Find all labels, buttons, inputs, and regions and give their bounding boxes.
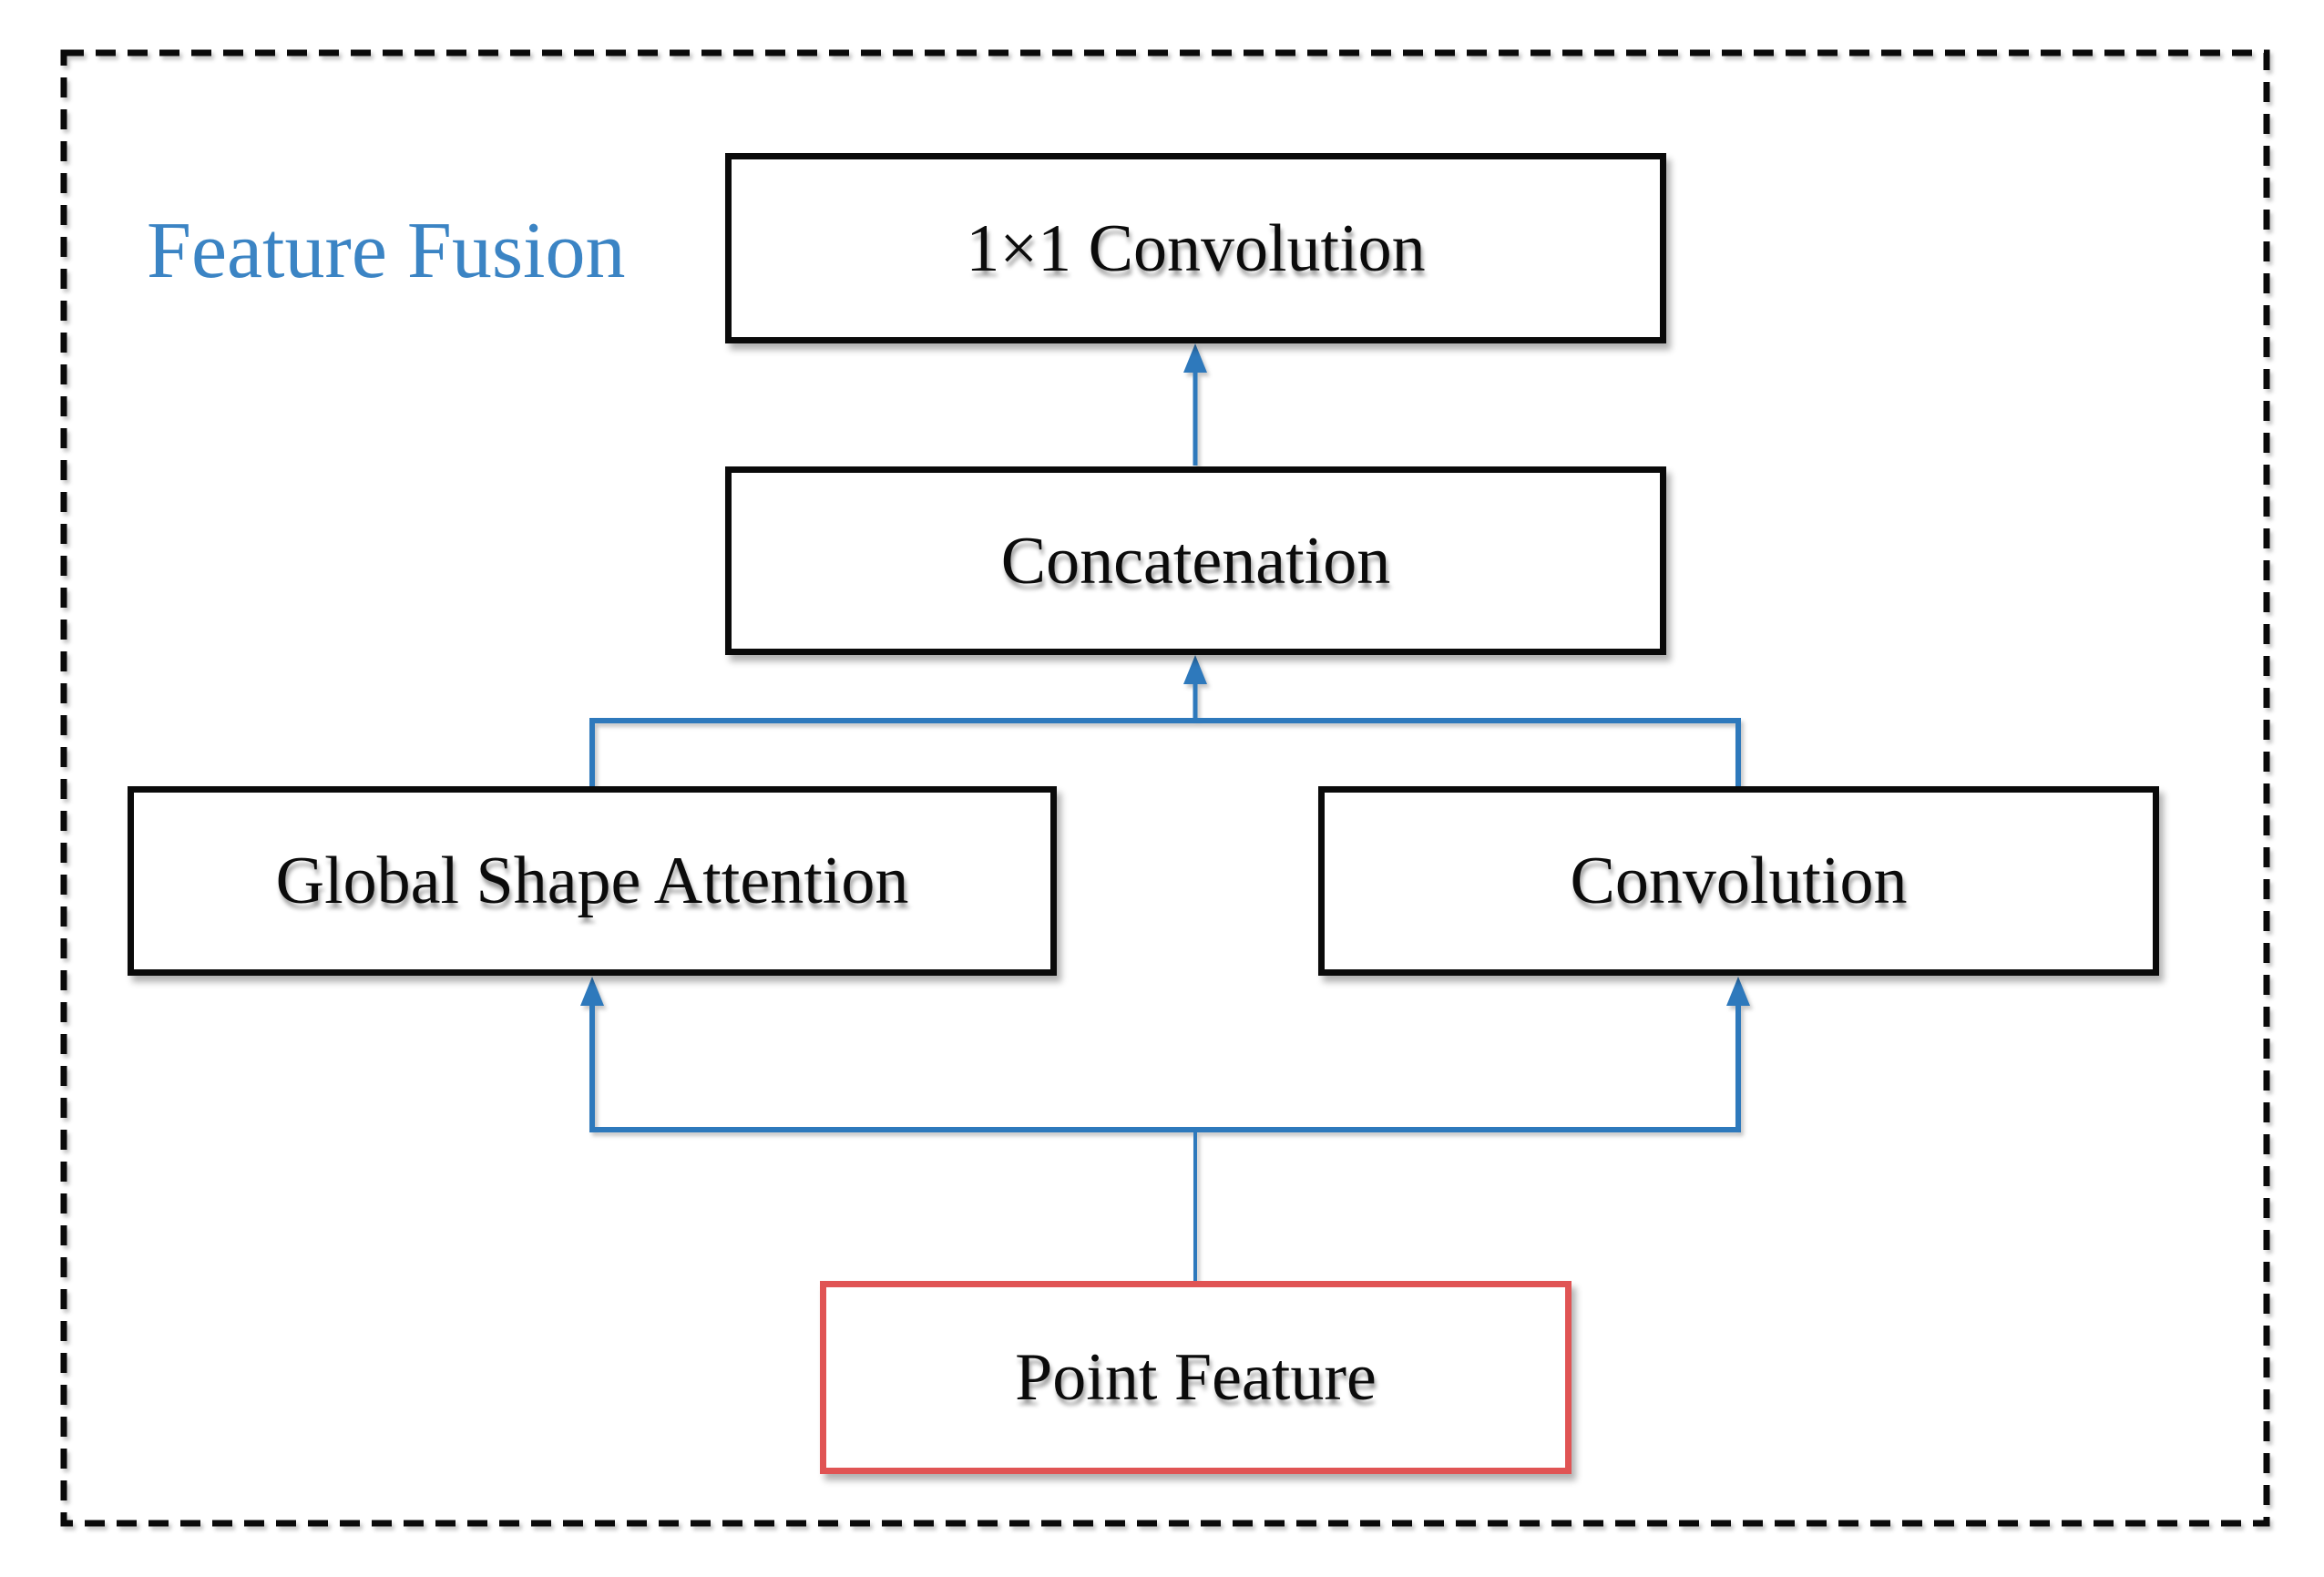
arrowhead-into-conv1x1 [1183,343,1207,373]
edge-upper-elbow [589,718,1741,789]
node-convolution: Convolution [1318,786,2159,976]
node-point-feature: Point Feature [820,1281,1572,1474]
edge-lower-elbow [589,1006,1741,1132]
node-conv1x1: 1×1 Convolution [725,153,1666,343]
arrowhead-into-convolution [1726,977,1750,1006]
arrowhead-into-global-shape-attention [580,977,604,1006]
node-global-shape-attention: Global Shape Attention [128,786,1057,976]
node-concatenation: Concatenation [725,466,1666,655]
diagram-title: Feature Fusion [147,207,626,295]
arrowhead-into-concatenation [1183,655,1207,684]
